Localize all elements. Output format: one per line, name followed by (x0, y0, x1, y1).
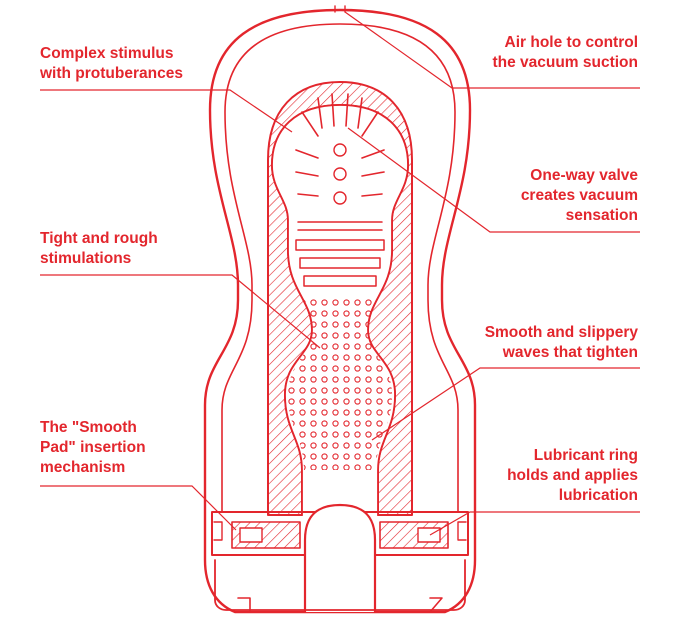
leader-one-way-valve (347, 127, 640, 233)
leader-lubricant-ring (429, 511, 640, 536)
outer-casing (203, 8, 477, 614)
label-smooth-pad: The "Smooth Pad" insertion mechanism (40, 418, 146, 478)
label-smooth-waves: Smooth and slippery waves that tighten (485, 323, 638, 363)
dotted-stimulus-zone (288, 295, 392, 470)
label-line: One-way valve (530, 167, 638, 184)
label-line: sensation (565, 207, 638, 224)
leader-tight-rough (40, 274, 321, 349)
label-line: Air hole to control (504, 34, 638, 51)
label-complex-stimulus: Complex stimulus with protuberances (40, 44, 183, 84)
label-line: The "Smooth (40, 419, 137, 436)
base-clips (213, 521, 467, 541)
lubricant-pad-right (417, 527, 441, 543)
label-line: Tight and rough (40, 230, 158, 247)
label-line: stimulations (40, 250, 132, 267)
label-line: holds and applies (507, 467, 638, 484)
label-one-way-valve: One-way valve creates vacuum sensation (521, 166, 638, 226)
air-hole (334, 5, 346, 13)
label-line: waves that tighten (502, 344, 638, 361)
valve-holes (333, 143, 347, 205)
label-line: Lubricant ring (533, 447, 638, 464)
entry-opening (303, 503, 377, 614)
label-line: with protuberances (40, 65, 183, 82)
label-line: Smooth and slippery (484, 324, 638, 341)
label-line: lubrication (558, 487, 638, 504)
valve-teeth (295, 93, 385, 197)
leader-air-hole (344, 11, 640, 89)
leader-lines (40, 11, 640, 536)
label-line: Pad" insertion (40, 439, 146, 456)
base-rim (214, 559, 466, 611)
lubricant-pad-left (239, 527, 263, 543)
label-lubricant-ring: Lubricant ring holds and applies lubrica… (507, 446, 638, 506)
label-tight-rough: Tight and rough stimulations (40, 229, 158, 269)
base-feet (237, 597, 443, 613)
label-line: Complex stimulus (40, 45, 174, 62)
label-air-hole: Air hole to control the vacuum suction (492, 33, 638, 73)
label-line: creates vacuum (520, 187, 638, 204)
inner-casing-wall (221, 23, 459, 513)
leader-smooth-pad (40, 485, 237, 531)
leader-smooth-waves (371, 367, 640, 441)
label-line: mechanism (40, 459, 126, 476)
ribbed-rings (295, 221, 385, 287)
leader-complex-stimulus (40, 89, 293, 133)
label-line: the vacuum suction (492, 54, 638, 71)
